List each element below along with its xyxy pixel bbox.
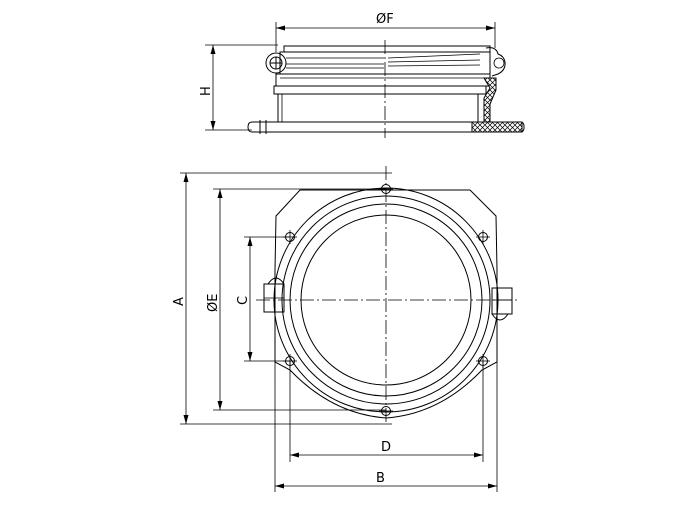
- dimension-h: H: [199, 44, 278, 131]
- label-b: B: [376, 471, 385, 486]
- label-f: ØF: [376, 12, 394, 27]
- label-e: ØE: [206, 294, 221, 312]
- hinge-screw: [265, 52, 287, 74]
- dimension-f: ØF: [275, 12, 496, 52]
- hinge-tab: [263, 277, 285, 313]
- label-a: A: [172, 297, 187, 306]
- plan-view: [256, 166, 520, 424]
- side-view: ØF H: [199, 12, 525, 138]
- latch: [483, 47, 506, 123]
- dimension-a: A: [172, 172, 392, 425]
- dimension-d: D: [289, 361, 484, 462]
- latch-tab: [491, 287, 513, 321]
- dimension-e: ØE: [206, 188, 386, 411]
- label-h: H: [199, 86, 214, 96]
- label-c: C: [236, 296, 251, 305]
- base-flange: [247, 120, 525, 134]
- dimension-b: B: [274, 388, 498, 492]
- body-upper: [275, 45, 491, 87]
- dimension-c: C: [236, 236, 290, 362]
- body-lower: [273, 85, 487, 123]
- label-d: D: [381, 440, 391, 455]
